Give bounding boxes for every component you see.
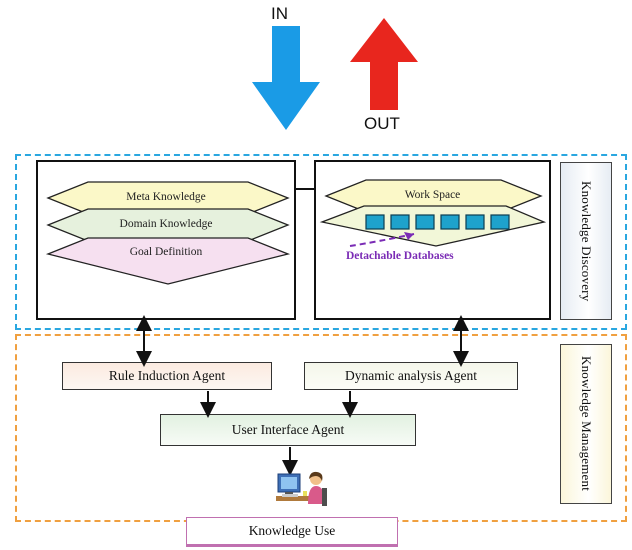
rule-induction-agent-box: Rule Induction Agent xyxy=(62,362,272,390)
knowledge-discovery-label: Knowledge Discovery xyxy=(579,180,594,302)
database-block xyxy=(490,214,510,230)
domain-knowledge-label: Domain Knowledge xyxy=(119,218,213,230)
person-hair-icon xyxy=(309,471,323,481)
database-block xyxy=(365,214,385,230)
out-arrow-shape xyxy=(350,18,418,110)
meta-knowledge-label: Meta Knowledge xyxy=(126,191,206,203)
keyboard-icon xyxy=(282,494,298,497)
cup-icon xyxy=(303,491,307,496)
knowledge-discovery-label-box: Knowledge Discovery xyxy=(560,162,612,320)
detachable-databases-label: Detachable Databases xyxy=(346,250,454,262)
database-block xyxy=(390,214,410,230)
rule-induction-agent-label: Rule Induction Agent xyxy=(108,368,226,383)
knowledge-base-panel: Meta Knowledge Domain Knowledge Goal Def… xyxy=(36,160,296,320)
desk-icon xyxy=(276,496,312,501)
knowledge-management-label: Knowledge Management xyxy=(579,356,594,492)
out-label: OUT xyxy=(364,114,400,133)
workspace-panel: Work Space Detachable Databases xyxy=(314,160,551,320)
knowledge-discovery-region xyxy=(15,154,627,330)
database-pointer-line xyxy=(349,233,415,247)
in-arrow-shape xyxy=(252,26,320,130)
database-block xyxy=(465,214,485,230)
user-interface-agent-box: User Interface Agent xyxy=(160,414,416,446)
goal-definition-label: Goal Definition xyxy=(129,246,203,258)
workspace-graphic xyxy=(319,179,547,247)
panel-connector xyxy=(296,188,314,190)
database-pointer-head xyxy=(404,232,414,240)
dynamic-analysis-agent-box: Dynamic analysis Agent xyxy=(304,362,518,390)
knowledge-layers-graphic xyxy=(45,181,291,285)
user-at-computer-icon xyxy=(276,471,327,506)
database-block xyxy=(440,214,460,230)
knowledge-use-label: Knowledge Use xyxy=(248,523,336,538)
knowledge-management-label-box: Knowledge Management xyxy=(560,344,612,504)
person-body-icon xyxy=(308,486,325,504)
in-label: IN xyxy=(271,4,288,23)
workspace-label: Work Space xyxy=(404,189,461,201)
dynamic-analysis-agent-label: Dynamic analysis Agent xyxy=(345,368,477,383)
knowledge-use-box: Knowledge Use xyxy=(186,517,398,547)
user-interface-agent-label: User Interface Agent xyxy=(231,422,345,437)
detachable-database-blocks xyxy=(365,214,510,230)
goal-definition-layer xyxy=(45,237,291,285)
database-block xyxy=(415,214,435,230)
chair-icon xyxy=(322,488,327,506)
in-arrow-icon xyxy=(252,26,320,130)
monitor-screen xyxy=(281,477,297,489)
out-arrow-icon xyxy=(350,18,418,110)
